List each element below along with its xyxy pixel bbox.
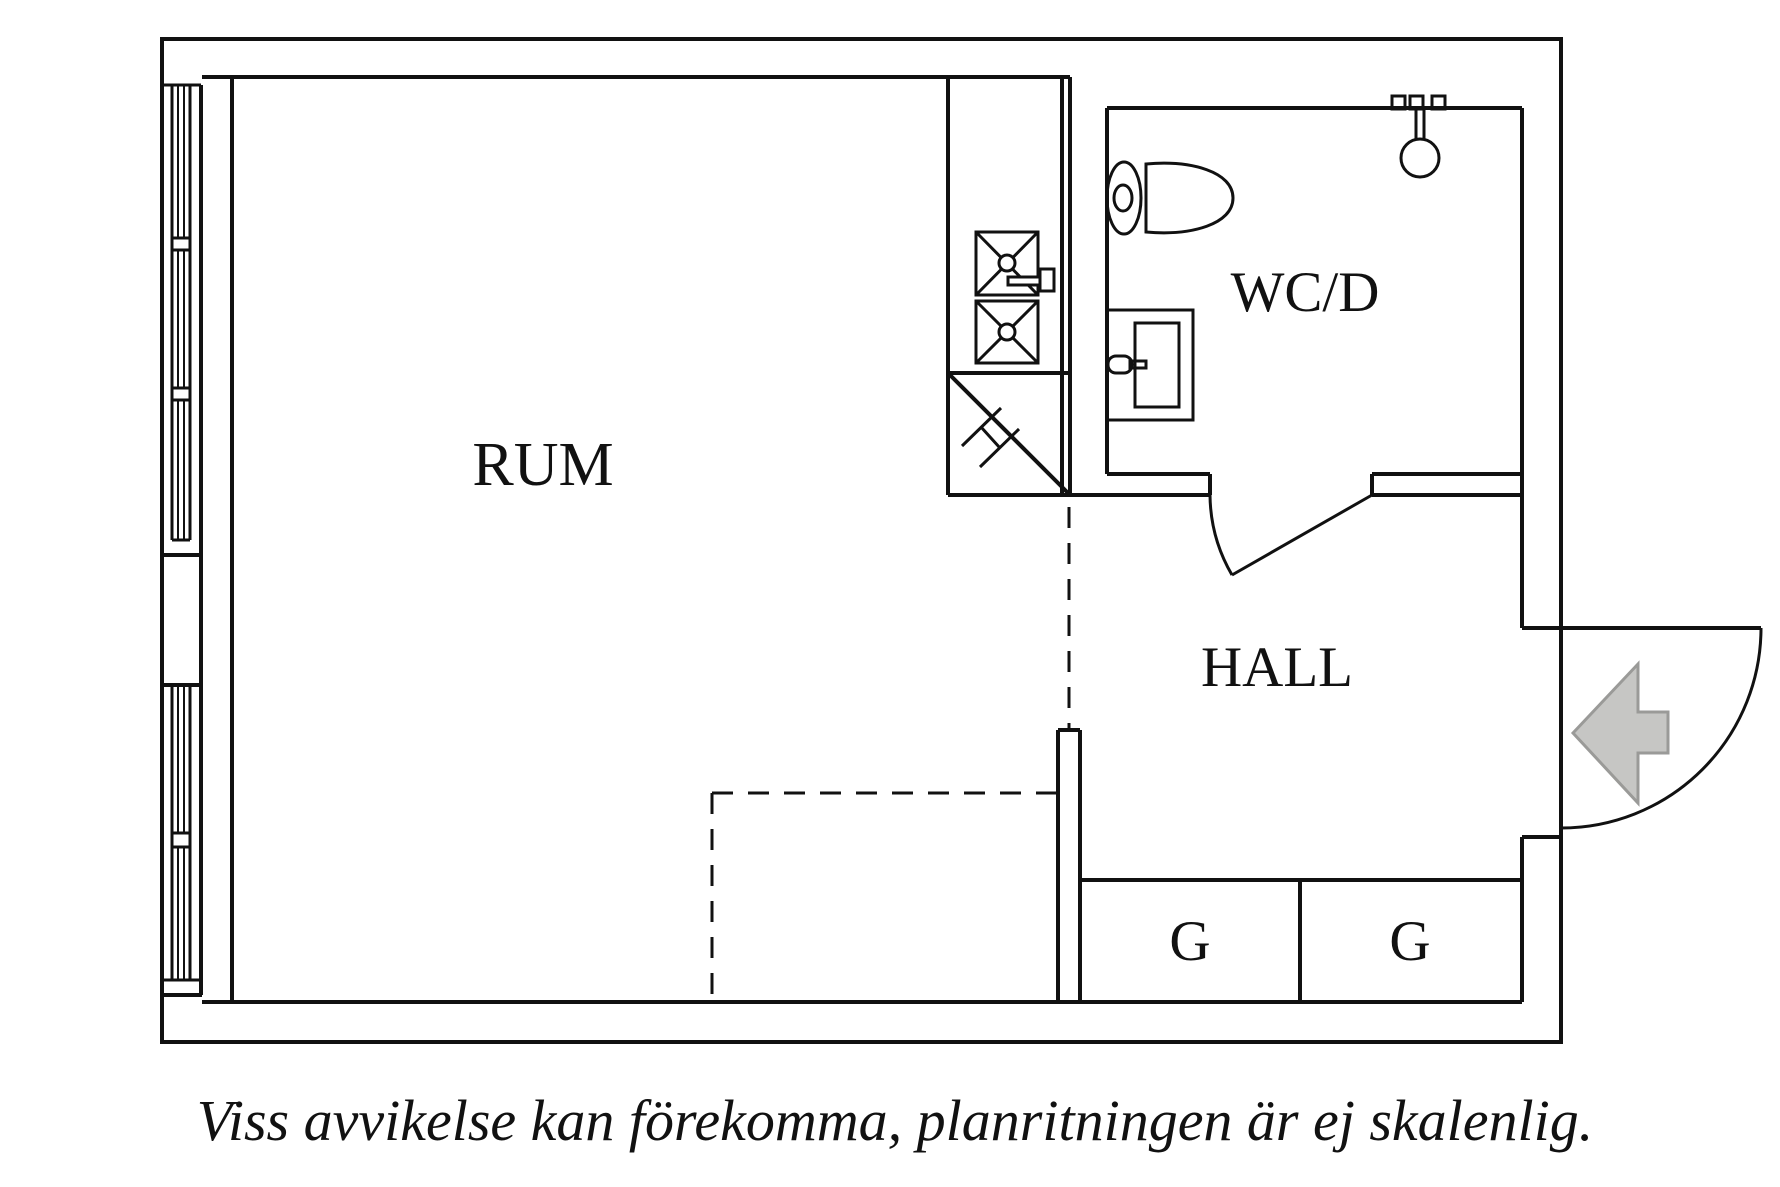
room-label-hall: HALL: [1201, 636, 1353, 699]
closet-label-right: G: [1389, 910, 1430, 973]
exterior-wall-outline: [160, 37, 1563, 1044]
room-label-rum: RUM: [472, 431, 613, 499]
shower-icon: [1390, 94, 1447, 179]
washbasin-icon: [1105, 308, 1195, 422]
kitchen-unit: [946, 77, 1072, 495]
disclaimer-caption: Viss avvikelse kan förekomma, planritnin…: [197, 1088, 1594, 1153]
hall-walls: [1056, 728, 1522, 1002]
closet-label-left: G: [1169, 910, 1210, 973]
bathroom-door-swing: [1208, 493, 1373, 577]
window-wall-icon: [160, 83, 203, 995]
double-kitchen-sink-icon: [974, 230, 1056, 365]
dashed-zone-lines: [710, 507, 1071, 1002]
tall-cabinet-icon: [946, 371, 1072, 497]
toilet-icon: [1105, 160, 1235, 236]
room-label-wcd: WC/D: [1231, 261, 1380, 324]
bathroom-walls: [948, 106, 1522, 497]
entrance-arrow-icon: [1570, 660, 1670, 807]
entrance-door: [1522, 626, 1763, 839]
